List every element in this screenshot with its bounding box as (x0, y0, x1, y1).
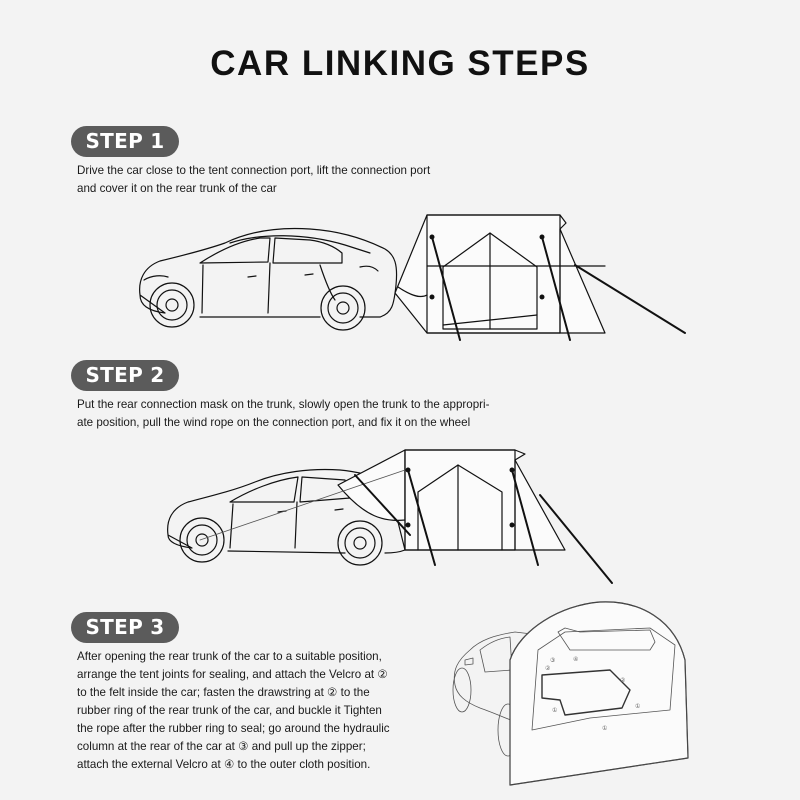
page-title: CAR LINKING STEPS (210, 44, 590, 83)
marker-4: ④ (573, 656, 578, 663)
marker-2: ② (545, 665, 551, 672)
step-3-line: attach the external Velcro at ④ to the o… (77, 758, 371, 771)
car-side-icon (139, 227, 398, 331)
step-3-line: the rope after the rubber ring to seal; … (77, 722, 390, 735)
step-3-description: After opening the rear trunk of the car … (77, 648, 390, 774)
step-2-description: Put the rear connection mask on the trun… (77, 396, 489, 432)
step-3-line: arrange the tent joints for sealing, and… (77, 668, 388, 681)
tent-icon (199, 449, 613, 584)
step-3-line: After opening the rear trunk of the car … (77, 650, 382, 663)
step-3-badge: STEP 3 (71, 612, 179, 643)
step-2-line: ate position, pull the wind rope on the … (77, 416, 471, 429)
step-2-illustration (167, 449, 613, 584)
marker-2b: ② (620, 677, 626, 684)
tent-icon (394, 214, 686, 341)
marker-1b: ① (552, 707, 557, 714)
step-1-illustration (139, 214, 686, 341)
step-2-badge: STEP 2 (71, 360, 179, 391)
step-1-description: Drive the car close to the tent connecti… (77, 162, 430, 198)
step-3-line: to the felt inside the car; fasten the d… (77, 686, 370, 699)
step-3-illustration: ② ③ ④ ② ① ① ① (452, 601, 689, 786)
step-3-line: rubber ring of the rear trunk of the car… (77, 704, 382, 717)
step-1-line: and cover it on the rear trunk of the ca… (77, 182, 277, 195)
step-1-badge: STEP 1 (71, 126, 179, 157)
step-1-line: Drive the car close to the tent connecti… (77, 164, 431, 177)
tent-tunnel-icon: ② ③ ④ ② ① ① ① (509, 601, 689, 786)
car-side-icon (167, 468, 406, 566)
marker-3: ③ (550, 657, 555, 664)
marker-1c: ① (602, 725, 607, 732)
step-2-line: Put the rear connection mask on the trun… (77, 398, 490, 411)
step-3-line: column at the rear of the car at ③ and p… (77, 740, 366, 753)
marker-1a: ① (635, 703, 640, 710)
